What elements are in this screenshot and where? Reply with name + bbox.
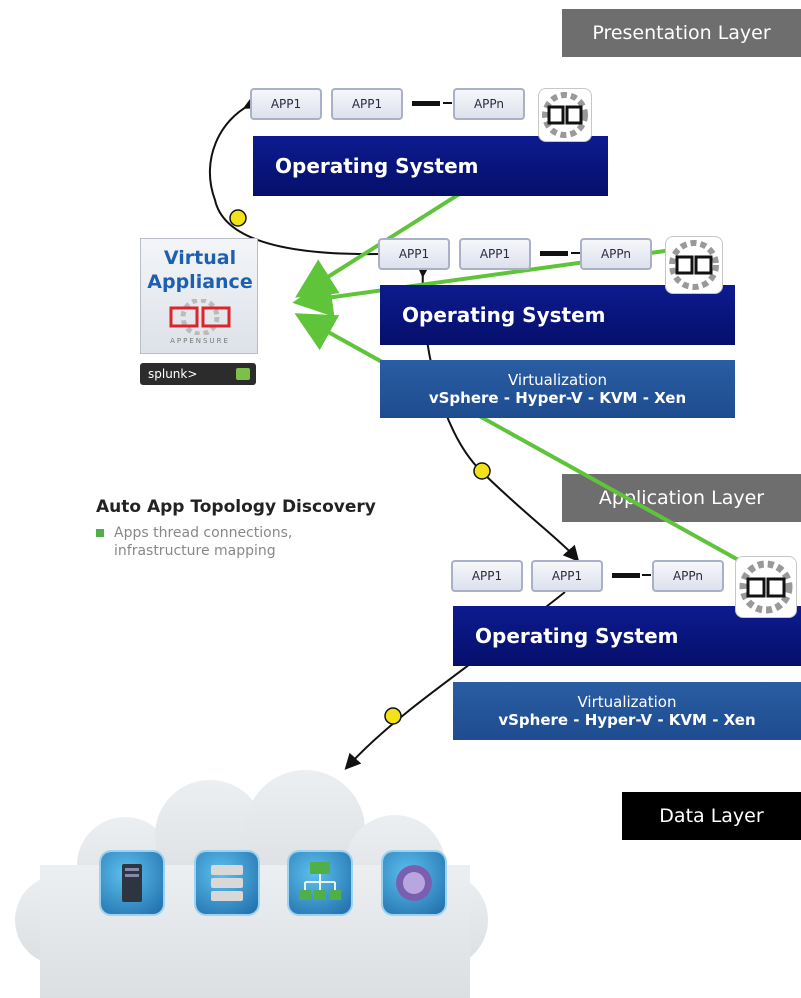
connector-top-to-middle <box>209 94 379 256</box>
top-gear-logo-icon <box>538 88 592 142</box>
database-icon <box>196 852 258 914</box>
bottom-app-separator <box>612 573 640 578</box>
appliance-title-line2: Appliance <box>147 271 253 293</box>
virtual-appliance: Virtual Appliance APPENSURE <box>140 238 258 354</box>
splunk-status-icon <box>236 368 250 380</box>
data-layer-label: Data Layer <box>622 792 801 840</box>
middle-gear-logo-icon <box>665 236 723 294</box>
splunk-label: splunk> <box>148 367 198 381</box>
network-icon <box>289 852 351 914</box>
bottom-app-1: APP1 <box>451 560 523 592</box>
top-app-2: APP1 <box>331 88 403 120</box>
bottom-app-n: APPn <box>652 560 724 592</box>
middle-app-1: APP1 <box>378 238 450 270</box>
top-app-1: APP1 <box>250 88 322 120</box>
middle-os-label: Operating System <box>402 303 606 327</box>
middle-virt-hypervisors: vSphere - Hyper-V - KVM - Xen <box>428 389 687 407</box>
top-app-n: APPn <box>453 88 525 120</box>
bottom-virtualization-bar: Virtualization vSphere - Hyper-V - KVM -… <box>453 682 801 740</box>
presentation-layer-label: Presentation Layer <box>562 9 801 57</box>
top-os-bar: Operating System <box>253 136 608 196</box>
appliance-logo-icon <box>169 299 231 335</box>
middle-os-bar: Operating System <box>380 285 735 345</box>
connector-dot-top <box>229 209 247 227</box>
bullet-square-icon <box>96 529 104 537</box>
bottom-app-2: APP1 <box>531 560 603 592</box>
middle-app-2: APP1 <box>459 238 531 270</box>
discovery-bullet-line2: infrastructure mapping <box>114 543 276 559</box>
server-icon <box>101 852 163 914</box>
splunk-badge: splunk> <box>140 363 256 385</box>
middle-virtualization-bar: Virtualization vSphere - Hyper-V - KVM -… <box>380 360 735 418</box>
top-app-separator <box>412 101 440 106</box>
bottom-virt-title: Virtualization <box>577 693 677 711</box>
bottom-os-label: Operating System <box>475 624 679 648</box>
discovery-bullet: Apps thread connections, infrastructure … <box>96 524 416 560</box>
bottom-app-separator-thin <box>642 574 651 576</box>
top-app-separator-thin <box>443 102 452 104</box>
connector-dot-bottom <box>384 707 402 725</box>
top-os-label: Operating System <box>275 154 479 178</box>
services-icon <box>383 852 445 914</box>
middle-app-separator <box>540 251 568 256</box>
middle-app-separator-thin <box>571 252 580 254</box>
bottom-virt-hypervisors: vSphere - Hyper-V - KVM - Xen <box>498 711 756 729</box>
middle-app-n: APPn <box>580 238 652 270</box>
connector-dot-middle <box>473 462 491 480</box>
appliance-title-line1: Virtual <box>163 247 237 269</box>
appliance-brand: APPENSURE <box>170 337 230 345</box>
discovery-title: Auto App Topology Discovery <box>96 497 376 517</box>
middle-virt-title: Virtualization <box>508 371 607 389</box>
discovery-bullet-line1: Apps thread connections, <box>114 525 293 541</box>
bottom-gear-logo-icon <box>735 556 797 618</box>
